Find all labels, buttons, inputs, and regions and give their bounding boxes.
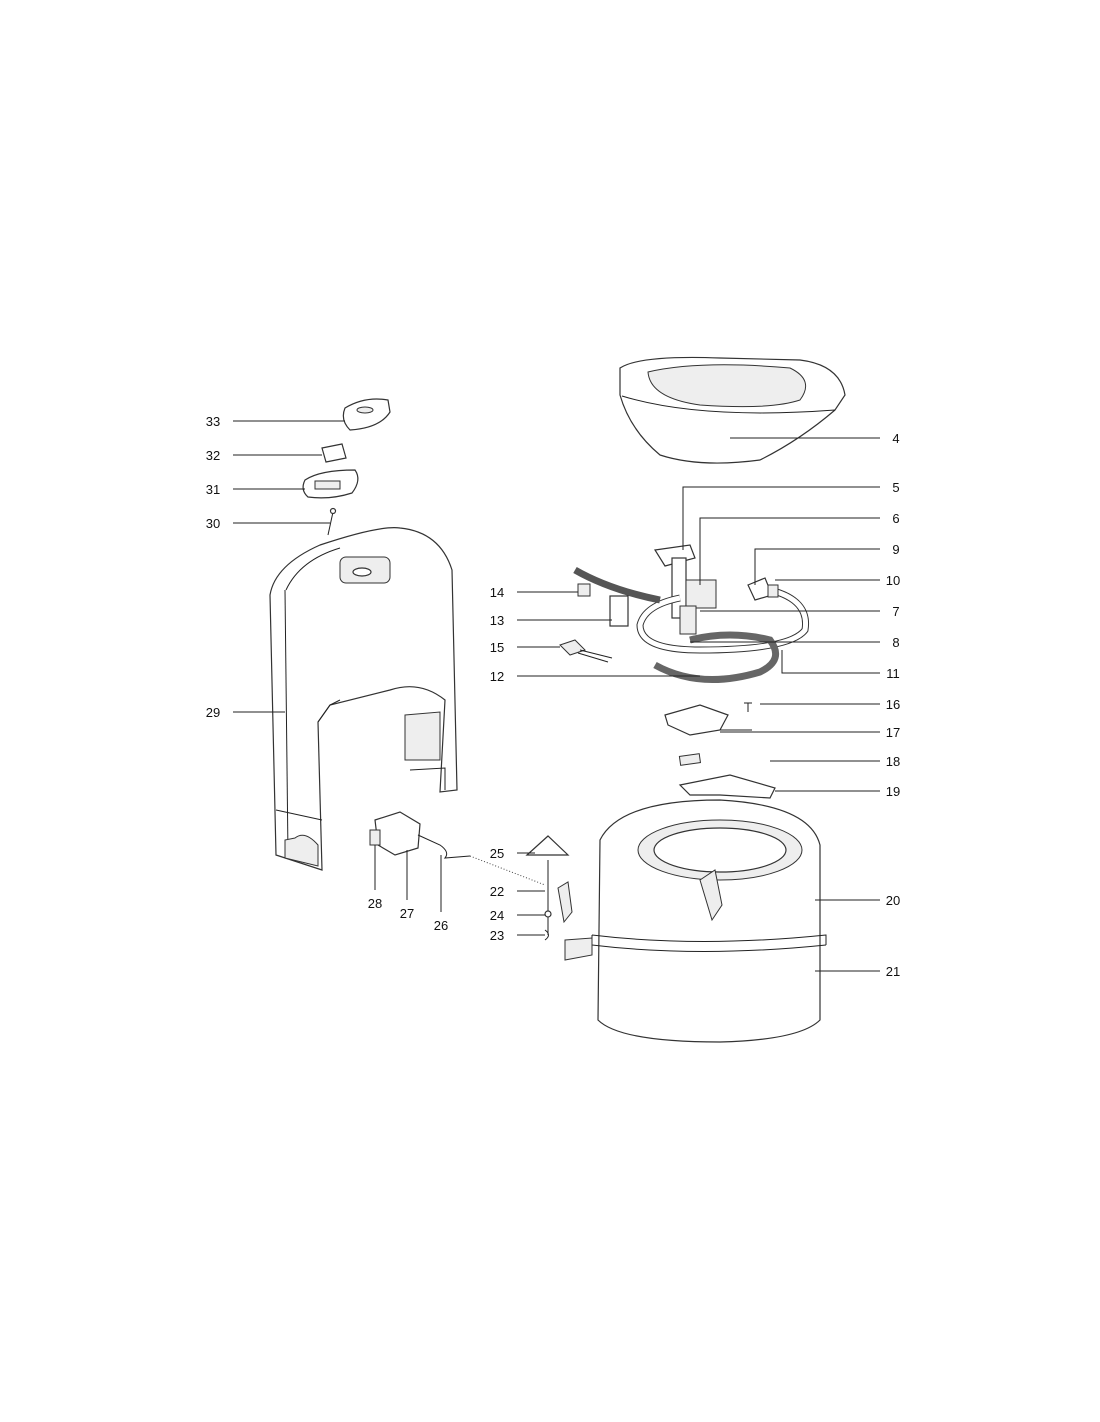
callout-29: 29	[206, 705, 220, 720]
callout-32: 32	[206, 448, 220, 463]
part-26-27-28-mechanism	[369, 811, 546, 886]
callout-25: 25	[490, 846, 504, 861]
callout-7: 7	[892, 604, 899, 619]
part-19-plate	[678, 774, 776, 799]
part-5-6-7-pump	[654, 544, 717, 635]
part-32-button	[321, 443, 347, 463]
part-12-seal-ring	[653, 631, 780, 683]
callout-18: 18	[886, 754, 900, 769]
part-16-screw	[744, 702, 752, 712]
part-30-pin	[327, 507, 337, 536]
callout-13: 13	[490, 613, 504, 628]
part-15-sensor	[559, 639, 613, 663]
callout-23: 23	[490, 928, 504, 943]
callout-30: 30	[206, 516, 220, 531]
part-20-21-tank	[564, 799, 827, 1043]
callout-11: 11	[886, 666, 900, 681]
callout-27: 27	[400, 906, 414, 921]
callout-22: 22	[490, 884, 504, 899]
callout-5: 5	[892, 480, 899, 495]
callout-31: 31	[206, 482, 220, 497]
part-25-cap	[525, 835, 570, 856]
part-8-11-hose	[636, 586, 810, 654]
part-17-bracket	[664, 704, 752, 736]
leader-lines	[233, 420, 880, 972]
callout-8: 8	[892, 635, 899, 650]
part-4-seat	[619, 356, 846, 464]
callout-9: 9	[892, 542, 899, 557]
callout-10: 10	[886, 573, 900, 588]
callout-19: 19	[886, 784, 900, 799]
part-31-control-panel	[302, 469, 359, 499]
part-13-14-valve	[573, 566, 661, 627]
callout-17: 17	[886, 725, 900, 740]
callout-24: 24	[490, 908, 504, 923]
part-22-24-23-lever	[544, 860, 573, 941]
callout-15: 15	[490, 640, 504, 655]
part-18-block	[678, 753, 702, 766]
callout-20: 20	[886, 893, 900, 908]
callout-21: 21	[886, 964, 900, 979]
part-33-cover-plate	[342, 398, 391, 431]
callout-labels: 33 32 31 30 29 14 13 15 12 4 5 6 9 10 7 …	[206, 414, 900, 979]
callout-33: 33	[206, 414, 220, 429]
part-29-housing	[269, 527, 458, 871]
part-9-10-connector	[747, 577, 779, 601]
callout-6: 6	[892, 511, 899, 526]
callout-14: 14	[490, 585, 504, 600]
callout-12: 12	[490, 669, 504, 684]
callout-28: 28	[368, 896, 382, 911]
callout-4: 4	[892, 431, 899, 446]
callout-26: 26	[434, 918, 448, 933]
callout-16: 16	[886, 697, 900, 712]
